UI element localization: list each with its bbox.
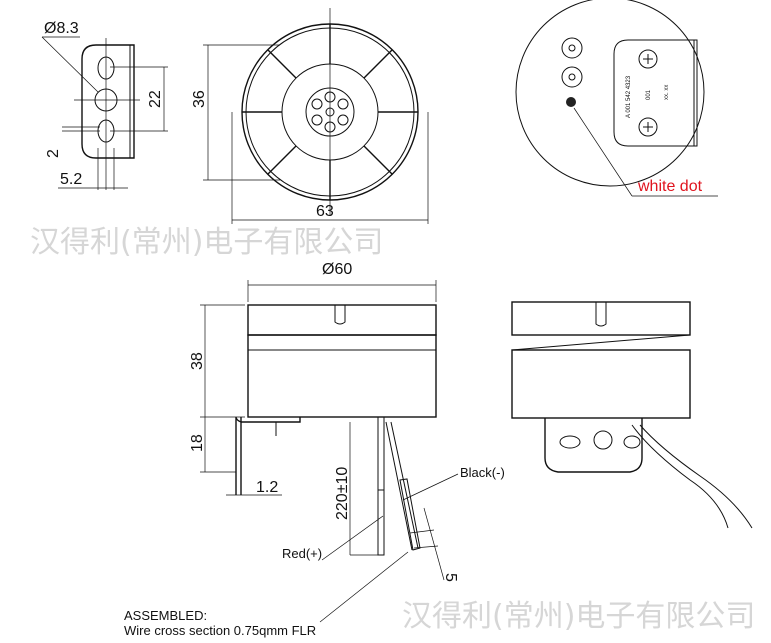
side-view-right — [511, 301, 753, 529]
bracket-thickness-label: 1.2 — [256, 479, 278, 496]
front-width-label: 63 — [316, 203, 334, 220]
slot-width-label: 5.2 — [60, 171, 82, 188]
bracket-height-label: 18 — [189, 434, 206, 452]
hole-diameter-label: Ø8.3 — [44, 20, 79, 37]
note-text: Wire cross section 0.75qmm FLR — [124, 623, 316, 638]
label-date: xx. xx — [664, 85, 670, 100]
diameter-label: Ø60 — [322, 261, 352, 278]
strip-length-label: 5 — [442, 573, 459, 582]
note-title: ASSEMBLED: — [124, 608, 207, 623]
side-view — [200, 280, 459, 623]
front-height-label: 36 — [191, 90, 208, 108]
front-view — [203, 8, 429, 224]
bracket-view — [41, 36, 168, 190]
hole-spacing-label: 22 — [147, 90, 164, 108]
white-dot-marker — [566, 97, 576, 107]
black-wire-label: Black(-) — [460, 465, 505, 480]
screw-icon — [638, 49, 658, 69]
body-height-label: 38 — [189, 352, 206, 370]
wire-length-label: 220±10 — [334, 467, 351, 520]
watermark-top: 汉得利(常州)电子有限公司 — [30, 225, 383, 260]
watermark-bottom: 汉得利(常州)电子有限公司 — [402, 599, 755, 634]
offset-label: 2 — [45, 149, 62, 158]
label-rev: 001 — [646, 89, 652, 100]
screw-icon — [638, 117, 658, 137]
red-wire-label: Red(+) — [282, 546, 322, 561]
white-dot-label: white dot — [637, 178, 703, 195]
rear-view — [515, 0, 718, 197]
label-code: A 001 542 4323 — [626, 75, 632, 118]
